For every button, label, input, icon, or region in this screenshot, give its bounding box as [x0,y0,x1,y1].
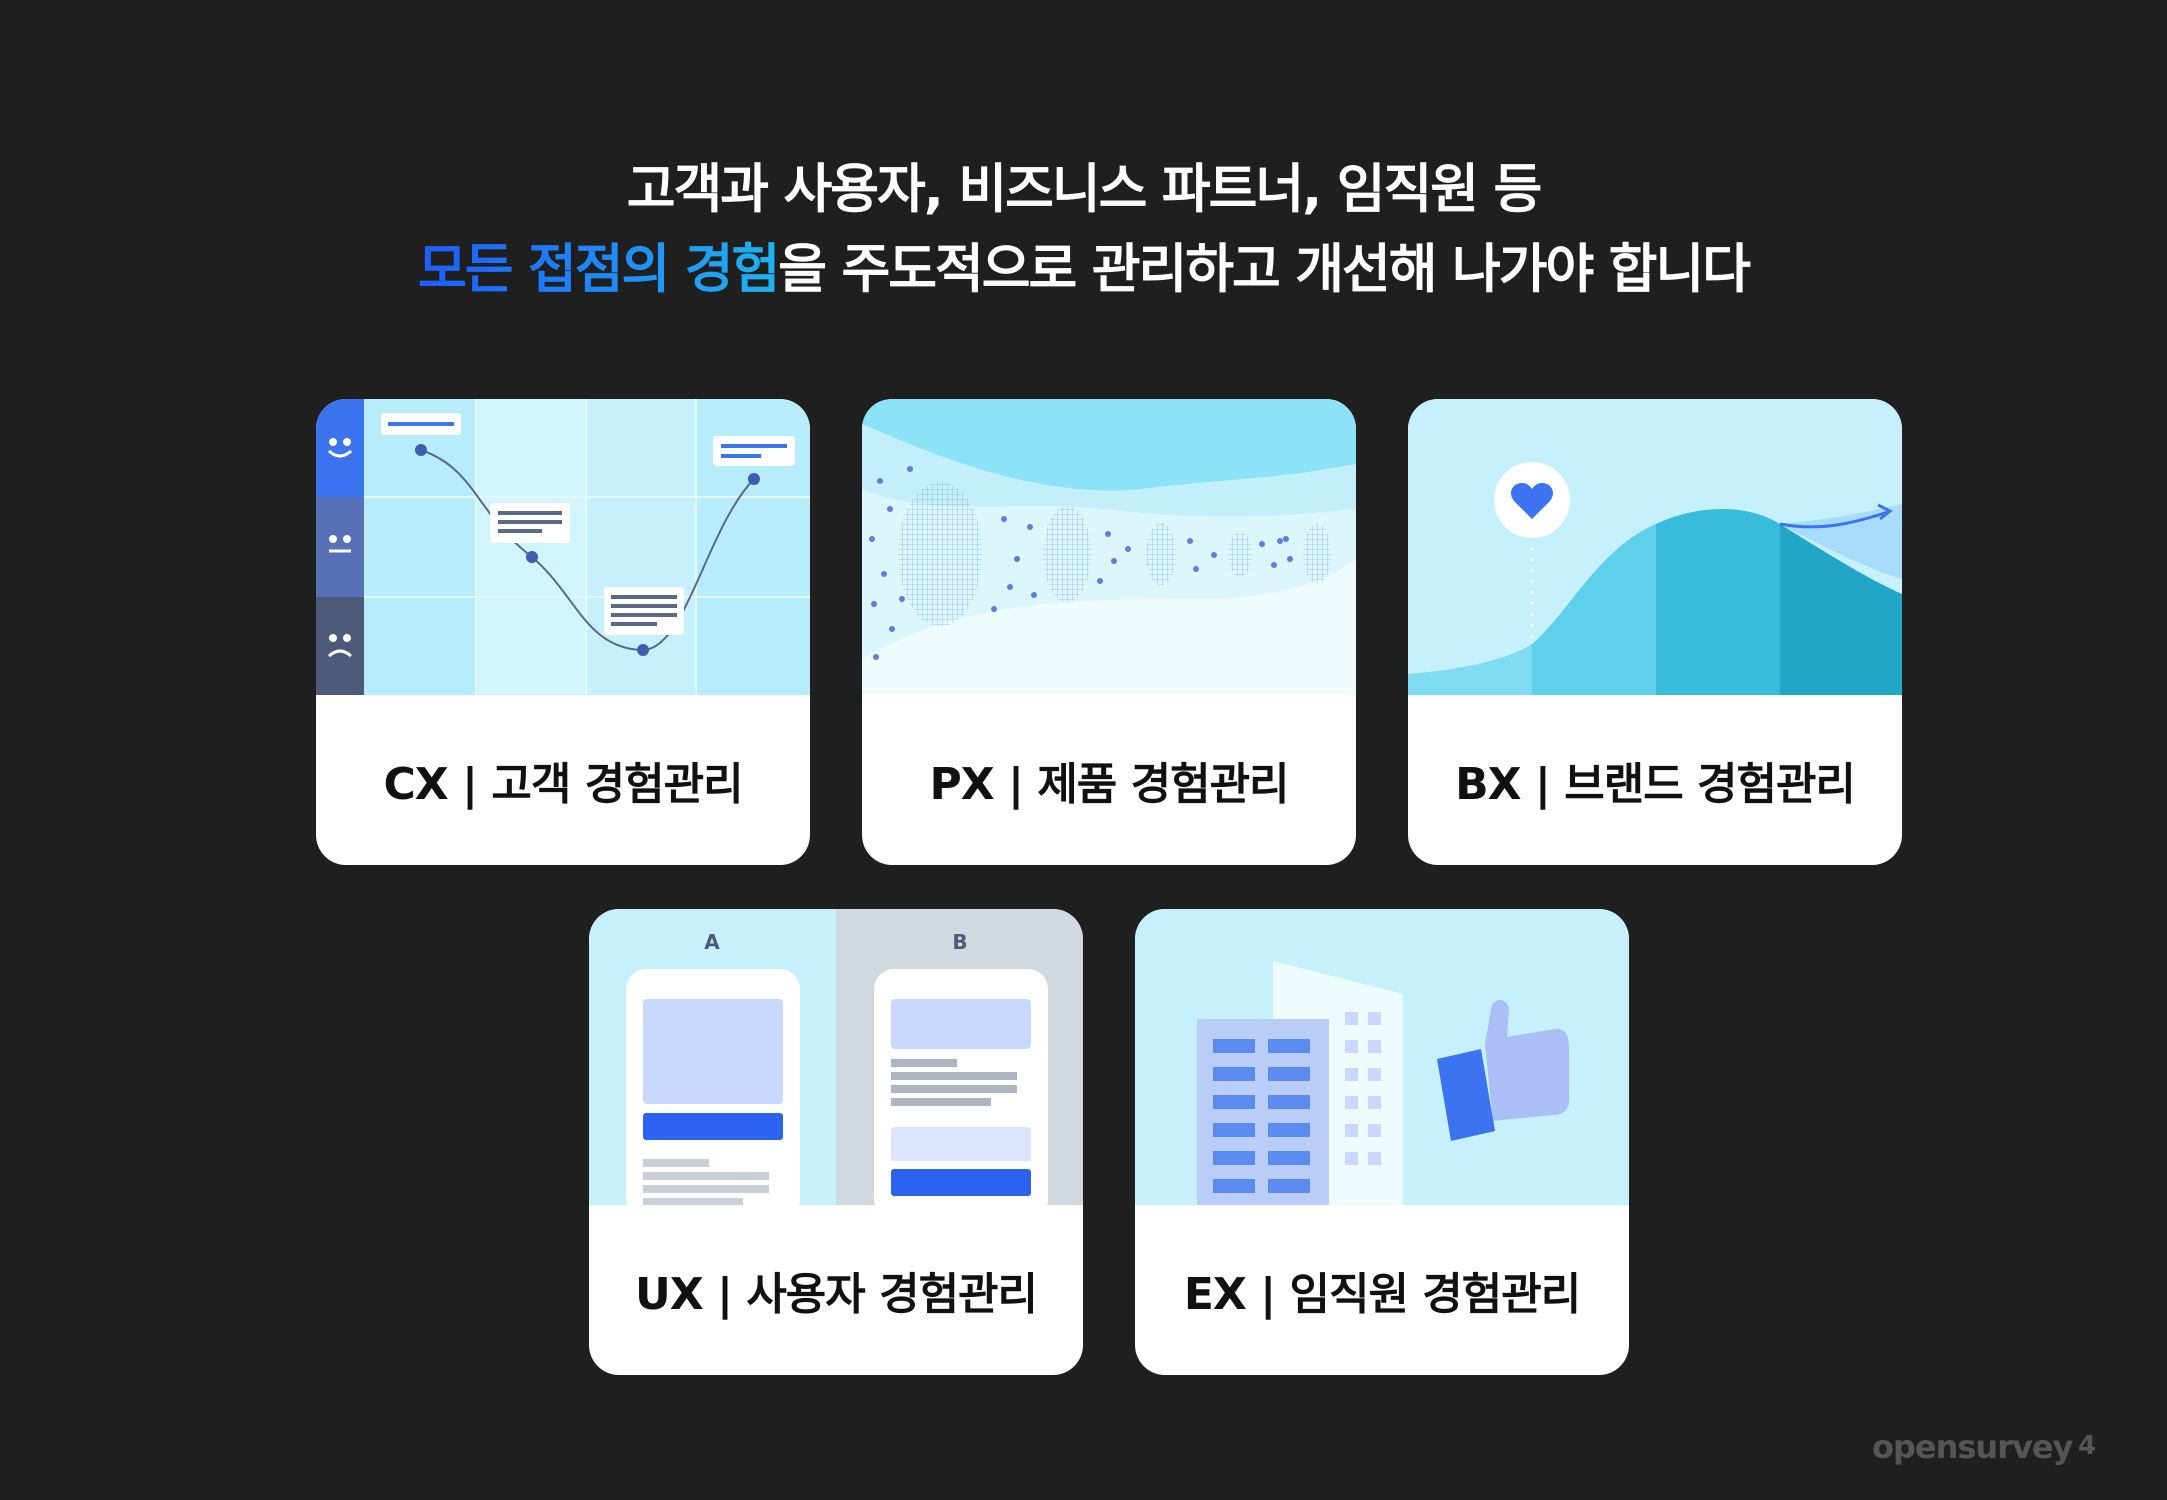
variant-a-label: A [704,930,720,954]
headline-rest: 을 주도적으로 관리하고 개선해 나가야 합니다 [778,239,1751,300]
card-ux-label: UX | 사용자 경험관리 [634,1269,1038,1320]
card-px: PX | 제품 경험관리 [862,399,1356,865]
card-cx: CX | 고객 경험관리 [316,399,810,865]
variant-b-label: B [952,930,967,954]
headline-line-2: 모든 접점의 경험을 주도적으로 관리하고 개선해 나가야 합니다 [0,230,2167,310]
opensurvey-logo: opensurvey [1872,1428,2073,1466]
card-ux: A B UX | 사용자 경험관리 [589,909,1083,1375]
card-bx: BX | 브랜드 경험관리 [1408,399,1902,865]
ex-office-illustration [1135,909,1629,1205]
headline: 고객과 사용자, 비즈니스 파트너, 임직원 등 모든 접점의 경험을 주도적으… [0,150,2167,310]
ux-ab-test-illustration: A B [589,909,1083,1205]
px-funnel-illustration [862,399,1356,695]
card-ex: EX | 임직원 경험관리 [1135,909,1629,1375]
headline-line-1: 고객과 사용자, 비즈니스 파트너, 임직원 등 [626,159,1542,220]
page-number: 4 [2078,1431,2097,1461]
card-bx-label: BX | 브랜드 경험관리 [1455,759,1856,810]
card-px-label: PX | 제품 경험관리 [929,759,1289,810]
card-cx-label: CX | 고객 경험관리 [383,759,743,810]
bx-growth-illustration [1408,399,1902,695]
headline-accent: 모든 접점의 경험 [418,239,780,300]
card-ex-label: EX | 임직원 경험관리 [1183,1269,1581,1320]
cx-journey-illustration [316,399,810,695]
